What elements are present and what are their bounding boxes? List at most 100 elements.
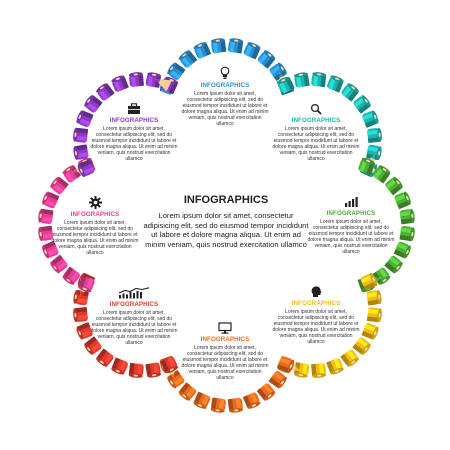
monitor-icon (218, 322, 232, 334)
pencil-segment (193, 42, 212, 59)
pencil-segment (341, 83, 359, 102)
pencil-segment (76, 322, 93, 340)
pencil-segment (362, 110, 379, 128)
pencil-segment (73, 144, 89, 161)
block-title: INFOGRAPHICS (109, 117, 159, 124)
pencil-segment (367, 127, 382, 143)
block-text: Lorem ipsum dolor sit amet, consectetur … (181, 91, 269, 128)
block-left: INFOGRAPHICS Lorem ipsum dolor sit amet,… (51, 196, 139, 257)
pencil-segment (76, 110, 94, 127)
pencil-segment (327, 75, 344, 93)
block-title: INFOGRAPHICS (109, 301, 159, 308)
pencil-arc (38, 157, 96, 293)
pencil-segment (277, 356, 295, 373)
pencil-arc (276, 72, 382, 178)
block-text: Lorem ipsum dolor sit amet, consectetur … (90, 310, 178, 347)
pencil-segment (373, 165, 391, 184)
bar-chart-icon (345, 197, 358, 207)
pencil-segment (366, 144, 382, 161)
pencil-segment (358, 157, 375, 175)
pencil-segment (178, 382, 197, 401)
pencil-segment (77, 159, 95, 178)
pencil-segment (340, 349, 359, 367)
block-title: INFOGRAPHICS (200, 336, 250, 343)
pencil-segment (111, 357, 128, 375)
block-text: Lorem ipsum dolor sit amet, consectetur … (90, 126, 178, 163)
pencil-segment (78, 275, 95, 293)
pencil-segment (399, 208, 415, 225)
pencil-segment (73, 307, 88, 323)
pencil-segment (96, 83, 115, 101)
block-title: INFOGRAPHICS (291, 300, 341, 307)
pencil-segment (210, 397, 226, 413)
pencil-segment (360, 272, 378, 291)
pencil-segment (145, 362, 162, 378)
pencil-segment (128, 72, 144, 87)
block-top-left: INFOGRAPHICS Lorem ipsum dolor sit amet,… (90, 103, 178, 163)
pencil-segment (227, 397, 244, 413)
pencil-segment (311, 363, 327, 378)
pencil-segment (193, 391, 211, 409)
block-text: Lorem ipsum dolor sit amet, consectetur … (272, 309, 360, 346)
magnifier-icon (310, 103, 322, 115)
pencil-segment (178, 50, 198, 68)
pencil-segment (268, 371, 287, 389)
pencil-tip (154, 79, 172, 92)
pencil-segment (276, 76, 295, 94)
block-bottom-right: INFOGRAPHICS Lorem ipsum dolor sit amet,… (272, 285, 360, 346)
pencil-segment (128, 362, 144, 378)
block-top-right: INFOGRAPHICS Lorem ipsum dolor sit amet,… (272, 103, 360, 163)
pencil-segment (96, 348, 114, 367)
block-bottom-left: INFOGRAPHICS Lorem ipsum dolor sit amet,… (90, 287, 178, 347)
pencil-segment (393, 241, 411, 259)
pencil-segment (42, 191, 60, 209)
pencil-segment (311, 72, 327, 88)
lightbulb-icon (220, 66, 230, 79)
pencil-segment (145, 72, 162, 88)
block-text: Lorem ipsum dolor sit amet, consectetur … (307, 219, 395, 256)
center-title: INFOGRAPHICS (183, 194, 269, 206)
pencil-segment (73, 289, 89, 306)
gear-icon (88, 196, 102, 209)
pencil-segment (293, 362, 310, 378)
pencil-segment (167, 62, 186, 80)
pencil-segment (111, 75, 129, 92)
pencil-segment (42, 240, 59, 259)
block-bottom: INFOGRAPHICS Lorem ipsum dolor sit amet,… (181, 322, 269, 382)
block-title: INFOGRAPHICS (200, 82, 250, 89)
block-text: Lorem ipsum dolor sit amet, consectetur … (181, 345, 269, 382)
pencil-segment (50, 176, 69, 195)
center-text: Lorem ipsum dolor sit amet, consectetur … (143, 211, 309, 249)
block-text: Lorem ipsum dolor sit amet, consectetur … (272, 126, 360, 163)
pencil-segment (38, 225, 54, 242)
pencil-segment (256, 383, 276, 401)
pencil-segment (167, 369, 185, 389)
pencil-segment (326, 358, 344, 375)
pencil-segment (361, 323, 379, 340)
pencil-segment (399, 226, 415, 242)
pencil-segment (366, 289, 382, 306)
pencil-segment (38, 208, 54, 224)
pencil-segment (352, 337, 371, 355)
center-panel: INFOGRAPHICS Lorem ipsum dolor sit amet,… (140, 193, 312, 249)
block-right: INFOGRAPHICS Lorem ipsum dolor sit amet,… (307, 196, 395, 256)
pencil-arc (73, 72, 179, 178)
block-title: INFOGRAPHICS (291, 117, 341, 124)
pencil-segment (50, 254, 68, 274)
head-profile-icon (311, 286, 322, 297)
pencil-segment (384, 255, 403, 274)
pencil-segment (228, 38, 244, 54)
pencil-segment (62, 266, 80, 285)
pencil-segment (293, 72, 310, 88)
block-title: INFOGRAPHICS (326, 210, 376, 217)
briefcase-icon (128, 103, 140, 114)
pencil-arc (276, 272, 382, 378)
pencil-arc (73, 272, 179, 378)
pencil-segment (160, 356, 179, 374)
block-top: INFOGRAPHICS Lorem ipsum dolor sit amet,… (181, 66, 269, 128)
pencil-segment (242, 392, 261, 409)
pencil-segment (366, 307, 382, 323)
pencil-segment (210, 38, 227, 54)
